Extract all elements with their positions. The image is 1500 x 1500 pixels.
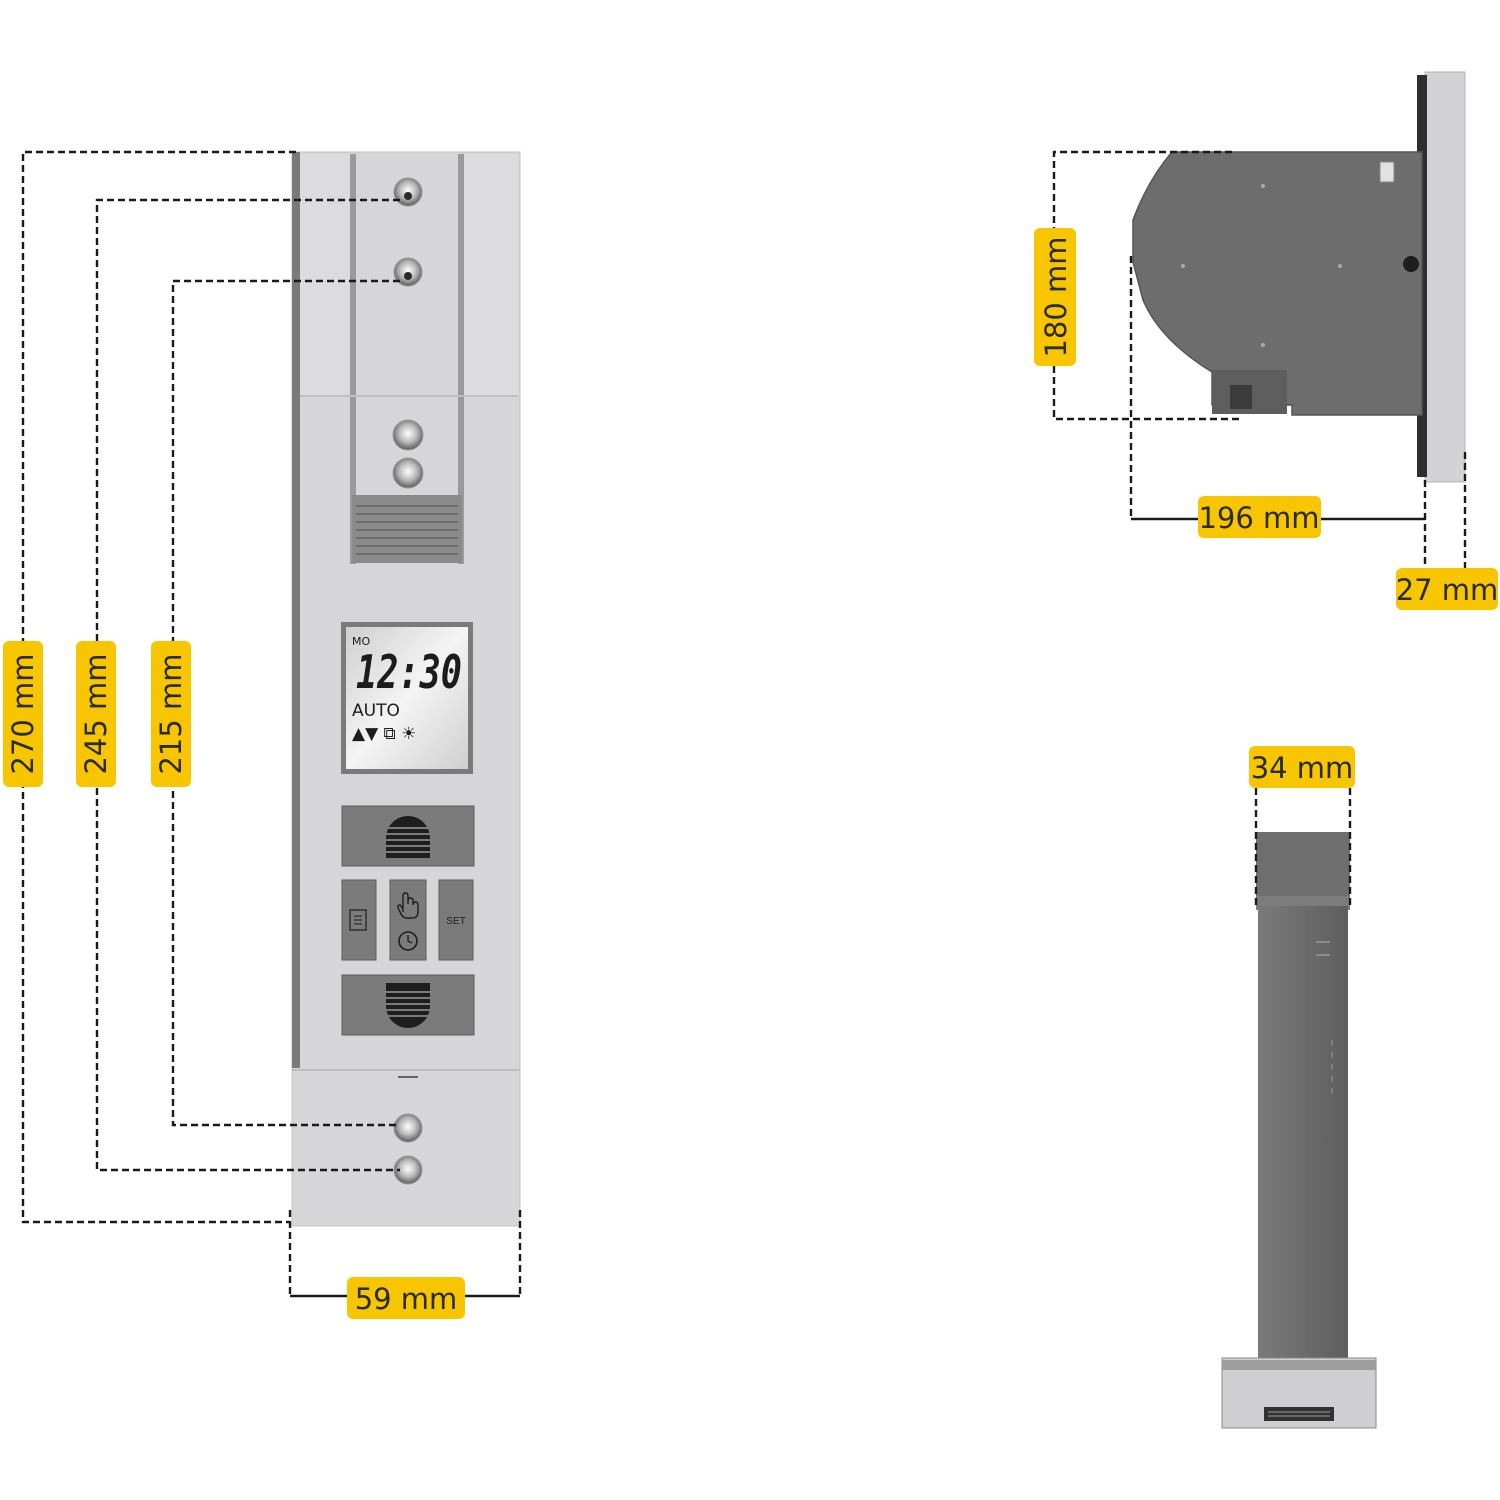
menu-button[interactable] <box>341 879 377 961</box>
dimension-label-245: 245 mm <box>79 653 113 774</box>
top-rail-right <box>462 154 518 396</box>
dimension-label-27: 27 mm <box>1396 573 1499 607</box>
label-180: 180 mm <box>1034 228 1076 366</box>
clock-icon <box>398 931 418 951</box>
set-button[interactable]: SET <box>438 879 474 961</box>
lcd-time: 12:30 <box>356 645 462 699</box>
side-dot <box>1338 264 1342 268</box>
bottom-view-device <box>1221 832 1377 1429</box>
down-arrow-icon <box>386 983 430 1028</box>
side-view-device <box>1132 71 1466 483</box>
housing-left-shadow <box>292 152 300 1068</box>
side-dot <box>1261 343 1265 347</box>
dimension-label-196: 196 mm <box>1198 501 1319 535</box>
manual-timer-button[interactable] <box>389 879 427 961</box>
side-knob <box>1403 256 1419 272</box>
screw-hole <box>392 457 424 489</box>
dimension-label-34: 34 mm <box>1251 751 1354 785</box>
side-dot <box>1181 264 1185 268</box>
label-270: 270 mm <box>3 641 43 787</box>
label-34: 34 mm <box>1249 746 1355 788</box>
side-dimension-lines <box>1052 150 1467 586</box>
down-button[interactable] <box>341 974 475 1036</box>
dimension-label-59: 59 mm <box>355 1282 458 1316</box>
label-27: 27 mm <box>1396 568 1499 610</box>
screw-hole-center <box>404 192 412 200</box>
bottom-slot <box>1264 1407 1334 1421</box>
lcd-mode: AUTO <box>352 701 400 721</box>
hand-icon <box>397 892 419 919</box>
rail-slot-right <box>458 154 464 564</box>
bottom-base-shadow <box>1222 1360 1376 1370</box>
side-small-block <box>1230 385 1252 409</box>
side-clip <box>1379 161 1395 183</box>
rail-slot-left <box>350 154 356 564</box>
lcd-status-icons: ▲▼ ⧉ ☀ <box>352 724 416 744</box>
label-196: 196 mm <box>1198 496 1321 538</box>
label-215: 215 mm <box>151 641 191 787</box>
dimension-label-215: 215 mm <box>154 653 188 774</box>
bottom-top-cap <box>1256 832 1350 906</box>
side-dot <box>1261 184 1265 188</box>
screw-hole-center <box>404 272 412 280</box>
lcd-day: MO <box>352 635 370 648</box>
label-59: 59 mm <box>347 1277 465 1319</box>
strap-slot-ribs <box>356 505 458 555</box>
dimension-label-270: 270 mm <box>6 653 40 774</box>
bottom-body <box>1258 906 1348 1358</box>
top-rail-left <box>300 154 352 396</box>
bottom-dimension-lines <box>1254 788 1352 906</box>
up-button[interactable] <box>341 805 475 867</box>
screw-hole <box>392 419 424 451</box>
dimension-label-180: 180 mm <box>1039 236 1073 357</box>
screw-hole <box>393 1155 423 1185</box>
set-button-label: SET <box>446 916 465 927</box>
side-front-plate <box>1424 71 1466 483</box>
up-arrow-icon <box>386 816 430 858</box>
front-view-device: MO 12:30 AUTO ▲▼ ⧉ ☀ <box>291 151 521 1227</box>
label-245: 245 mm <box>76 641 116 787</box>
lcd-screen <box>346 627 468 769</box>
menu-list-icon <box>349 909 367 931</box>
screw-hole <box>393 1113 423 1143</box>
